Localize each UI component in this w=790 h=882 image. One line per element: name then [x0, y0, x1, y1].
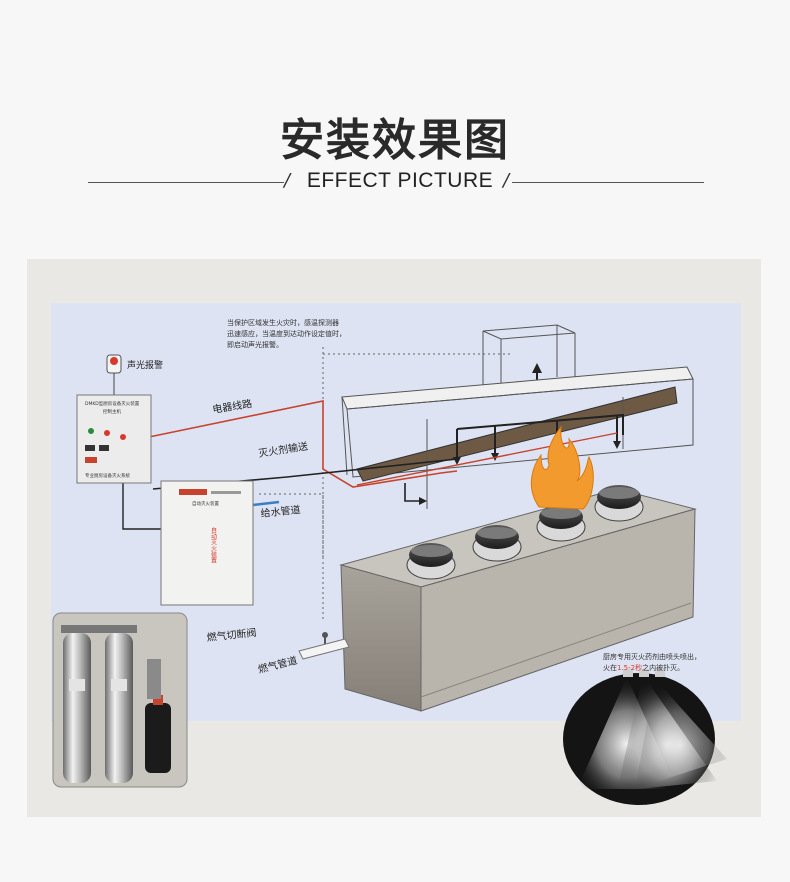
wok-3	[536, 505, 586, 542]
nozzle-spray-photo	[563, 669, 727, 805]
fire-flame-icon	[530, 425, 594, 510]
spray-note-suffix: 之内被扑灭。	[642, 663, 684, 672]
alarm-note-line-3: 即启动声光报警。	[227, 340, 283, 349]
gas-valve	[298, 632, 350, 660]
cylinders-photo	[52, 612, 188, 788]
subtitle-slash-left: /	[284, 170, 291, 191]
page-subtitle: EFFECT PICTURE	[306, 169, 494, 192]
installation-diagram-panel: 声光报警 DMKD型厨房设备灭火装置 控制主机 专业厨房设备灭火系统 自动灭火装…	[27, 259, 761, 817]
spray-note-line-1: 厨房专用灭火药剂由喷头喷出，	[603, 652, 701, 661]
subtitle-divider-left	[88, 182, 284, 183]
spray-note-line-2: 火在1.5-2秒之内被扑灭。	[603, 663, 684, 672]
control-box-footer: 专业厨房设备灭火系统	[85, 472, 130, 479]
spray-note-highlight: 1.5-2秒	[617, 663, 642, 672]
hood-inlet-arrow	[419, 497, 427, 505]
spray-note-prefix: 火在	[603, 663, 617, 672]
alarm-label: 声光报警	[127, 359, 163, 371]
subtitle-slash-right: /	[503, 170, 510, 191]
water-pipe	[252, 500, 280, 507]
alarm-note-line-1: 当保护区域发生火灾时，感温探测器	[227, 318, 339, 327]
exhaust-duct	[482, 324, 576, 391]
subtitle-row: / EFFECT PICTURE /	[0, 168, 790, 198]
range-hood	[341, 366, 694, 509]
installation-diagram: 声光报警 DMKD型厨房设备灭火装置 控制主机 专业厨房设备灭火系统 自动灭火装…	[51, 303, 741, 805]
alarm-note-line-2: 迅速感应，当温度到达动作设定值时，	[227, 329, 346, 338]
water-pipe-label: 给水管道	[260, 503, 301, 520]
control-box-subheader: 控制主机	[103, 408, 121, 415]
subtitle-divider-right	[512, 182, 704, 183]
guide-dotted-mid	[259, 493, 324, 559]
electric-line	[148, 400, 618, 488]
cabinet-label: 自动灭火装置	[192, 500, 219, 507]
extinguishing-cabinet	[160, 480, 254, 606]
alarm-icon	[106, 354, 122, 374]
control-box-header: DMKD型厨房设备灭火装置	[85, 400, 140, 407]
control-to-cabinet-line	[122, 471, 167, 530]
wok-1	[406, 543, 456, 580]
control-box	[76, 394, 152, 484]
page-title: 安装效果图	[280, 115, 510, 166]
hood-inlet-line	[404, 483, 421, 502]
wok-4	[594, 485, 644, 522]
cabinet-vertical-text: 自动灭火装置	[210, 526, 217, 563]
wok-2	[472, 525, 522, 562]
